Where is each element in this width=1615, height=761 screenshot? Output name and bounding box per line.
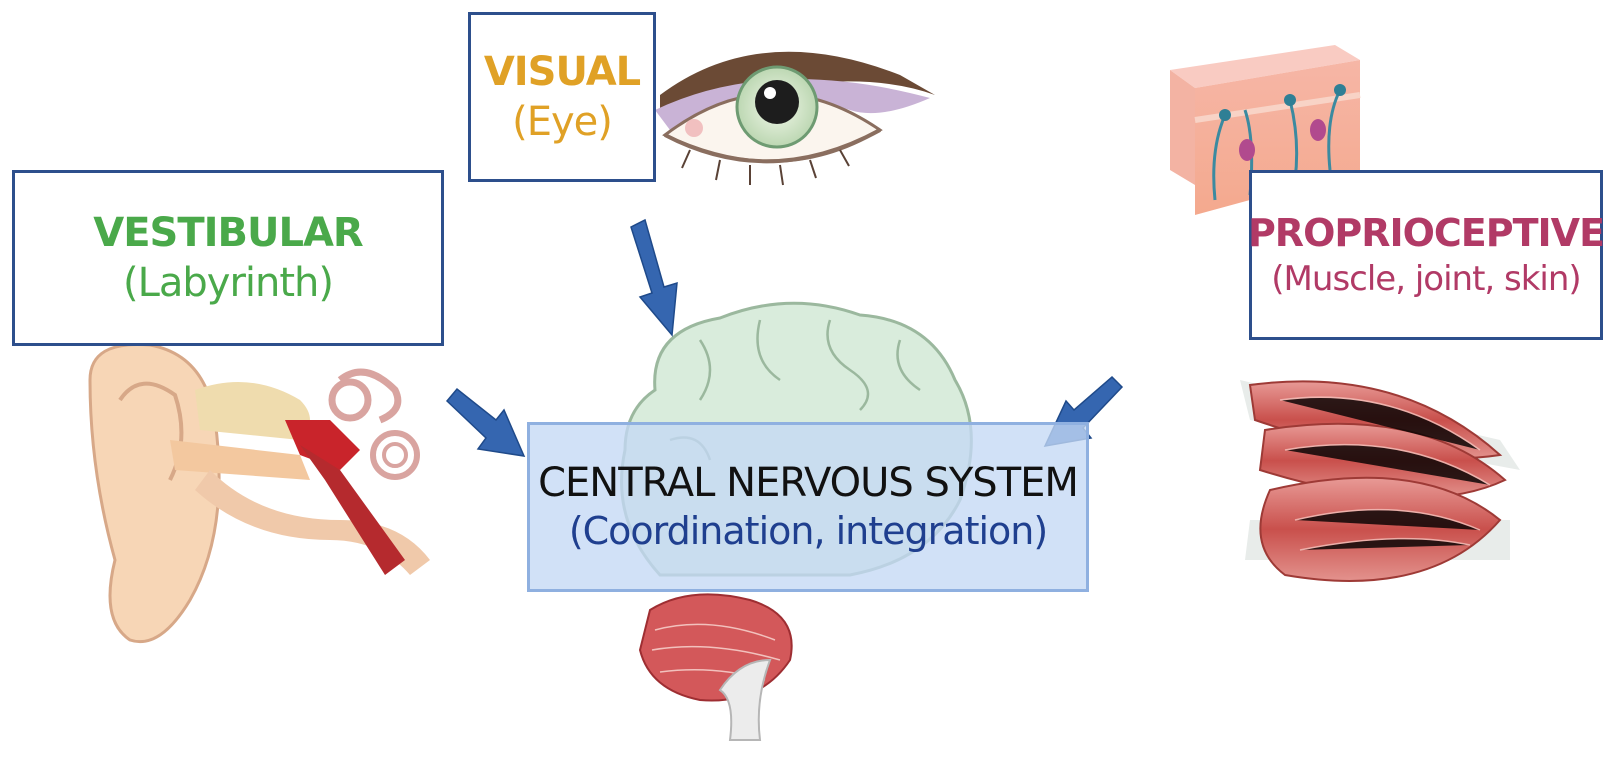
visual-box: VISUAL (Eye) (468, 12, 656, 182)
vestibular-subtitle: (Labyrinth) (123, 258, 333, 308)
visual-subtitle: (Eye) (512, 97, 612, 147)
cns-subtitle: (Coordination, integration) (569, 508, 1047, 556)
eye-illustration (655, 52, 935, 185)
vestibular-title: VESTIBULAR (93, 208, 362, 258)
visual-title: VISUAL (484, 47, 640, 97)
arrow-visual-to-cns (631, 220, 677, 335)
arrow-vestibular-to-cns (447, 389, 524, 456)
proprioceptive-title: PROPRIOCEPTIVE (1248, 210, 1604, 258)
vestibular-box: VESTIBULAR (Labyrinth) (12, 170, 444, 346)
cns-title: CENTRAL NERVOUS SYSTEM (538, 458, 1078, 508)
proprioceptive-box: PROPRIOCEPTIVE (Muscle, joint, skin) (1249, 170, 1603, 340)
cns-box: CENTRAL NERVOUS SYSTEM (Coordination, in… (527, 422, 1089, 592)
ear-illustration (90, 344, 430, 641)
proprioceptive-subtitle: (Muscle, joint, skin) (1271, 258, 1580, 301)
muscle-illustration (1240, 380, 1520, 581)
